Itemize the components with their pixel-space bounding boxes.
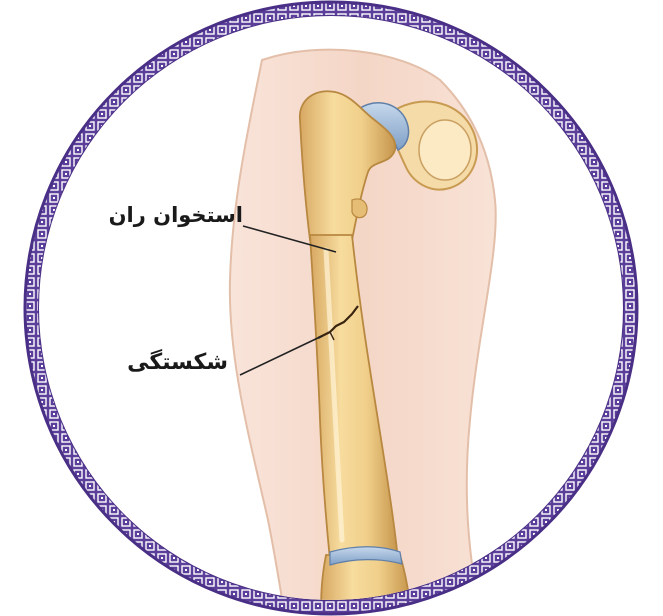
label-femur: استخوان ران xyxy=(109,205,243,226)
label-fracture: شکستگی xyxy=(127,352,228,374)
